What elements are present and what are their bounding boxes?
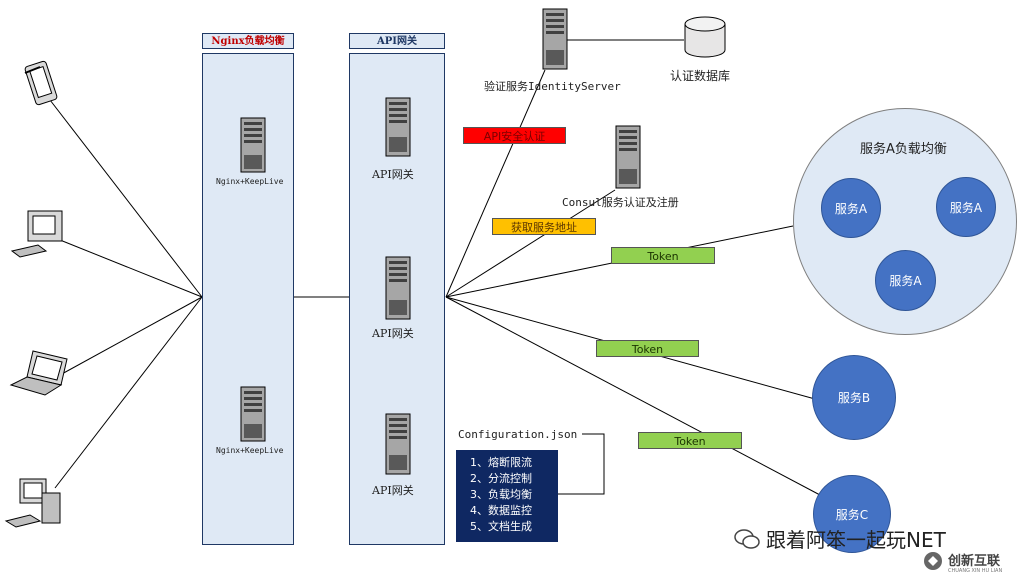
api-auth-tag: API安全认证 [463, 127, 566, 144]
token-tag: Token [611, 247, 715, 264]
service-a-node: 服务A [936, 177, 996, 237]
nginx-server-label: Nginx+KeepLive [216, 446, 284, 455]
consul-label: Consul服务认证及注册 [562, 196, 679, 209]
identity-server-label: 验证服务IdentityServer [484, 80, 621, 93]
get-address-tag: 获取服务地址 [492, 218, 596, 235]
token-tag: Token [638, 432, 742, 449]
watermark-text: 跟着阿笨一起玩NET [766, 528, 946, 552]
service-b-node: 服务B [812, 355, 896, 440]
nginx-server-label: Nginx+KeepLive [216, 177, 284, 186]
gateway-label: API网关 [372, 327, 414, 340]
server-tower-icon [542, 8, 568, 70]
token-tag: Token [596, 340, 699, 357]
config-item: 2、分流控制 [470, 472, 532, 485]
server-tower-icon [240, 117, 266, 173]
brand-name: 创新互联 [948, 554, 1001, 569]
config-item: 4、数据监控 [470, 504, 532, 517]
config-title: Configuration.json [458, 428, 578, 441]
server-tower-icon [615, 125, 641, 189]
desktop-crt-icon [10, 210, 63, 258]
config-item: 1、熔断限流 [470, 456, 532, 469]
database-cylinder-icon [684, 16, 726, 58]
config-item: 5、文档生成 [470, 520, 532, 533]
config-item: 3、负载均衡 [470, 488, 532, 501]
logo-icon [924, 552, 942, 570]
service-a-node: 服务A [821, 178, 881, 238]
wechat-icon [734, 529, 760, 549]
tablet-icon [24, 60, 58, 106]
laptop-icon [9, 350, 68, 396]
server-tower-icon [385, 413, 411, 475]
service-c-node: 服务C [813, 475, 891, 553]
gateway-column-header: API网关 [349, 33, 445, 49]
config-feature-list: 1、熔断限流 2、分流控制 3、负载均衡 4、数据监控 5、文档生成 [456, 450, 558, 542]
service-a-group-title: 服务A负载均衡 [860, 142, 947, 157]
server-tower-icon [385, 97, 411, 157]
gateway-label: API网关 [372, 168, 414, 181]
auth-db-label: 认证数据库 [670, 69, 731, 83]
service-a-node: 服务A [875, 250, 936, 311]
nginx-column-header: Nginx负载均衡 [202, 33, 294, 49]
server-tower-icon [385, 256, 411, 320]
workstation-icon [4, 478, 61, 528]
gateway-label: API网关 [372, 484, 414, 497]
server-tower-icon [240, 386, 266, 442]
brand-subtitle: CHUANG XIN HU LIAN [948, 568, 1003, 574]
